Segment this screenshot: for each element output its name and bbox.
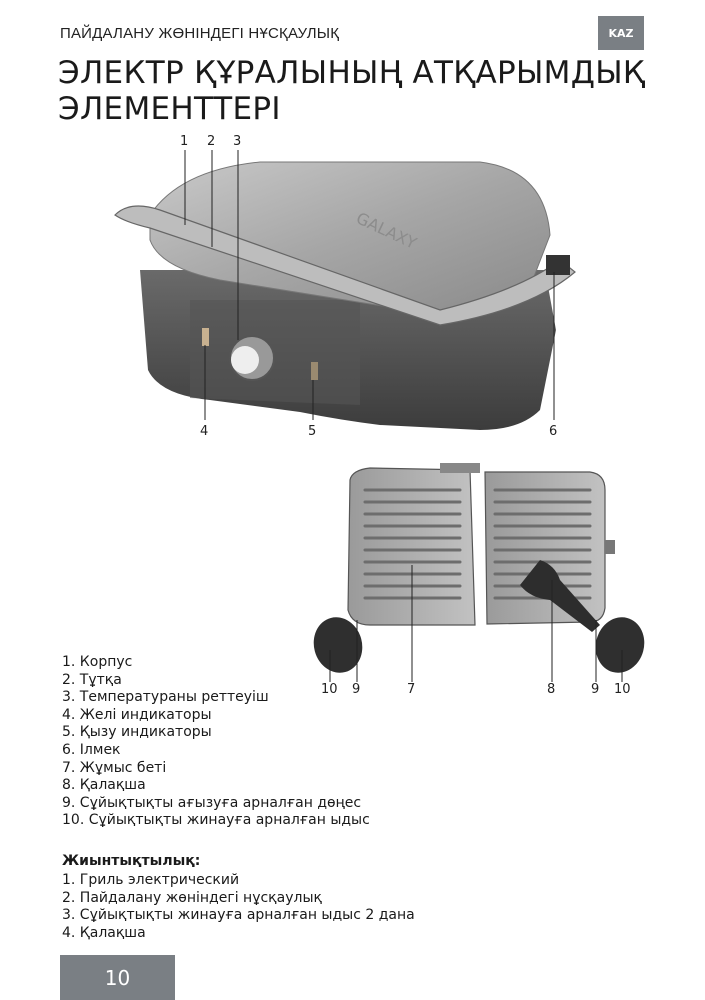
grill-lid [149, 161, 551, 313]
page-title-line-2: ЭЛЕМЕНТТЕРІ [58, 91, 281, 127]
list-item: 4. Желі индикаторы [62, 706, 212, 723]
contents-heading: Жиынтықтылық: [62, 853, 201, 869]
drip-tray-left [313, 617, 363, 673]
callout-2: 2 [207, 134, 216, 149]
callout-9-right: 9 [591, 682, 600, 697]
heat-indicator [311, 362, 318, 380]
callout-5: 5 [308, 424, 317, 439]
contents-list: 1. Гриль электрический 2. Пайдалану жөні… [62, 872, 415, 942]
callout-8: 8 [547, 682, 556, 697]
callout-10-right: 10 [614, 682, 631, 697]
grill-handle [114, 205, 576, 326]
list-item: 3. Сұйықтықты жинауға арналған ыдыс 2 да… [62, 907, 415, 924]
callout-3: 3 [233, 134, 242, 149]
page-title: ЭЛЕКТР ҚҰРАЛЫНЫҢ АТҚАРЫМДЫҚ ЭЛЕМЕНТТЕРІ [58, 55, 645, 127]
spatula [520, 560, 600, 632]
list-item: 9. Сұйықтықты ағызуға арналған дөңес [62, 794, 362, 811]
list-item: 4. Қалақша [62, 924, 146, 941]
callout-1: 1 [180, 134, 189, 149]
list-item: 3. Температураны реттеуіш [62, 689, 269, 706]
hinge [440, 463, 480, 473]
page-number: 10 [60, 955, 175, 1000]
page-title-line-1: ЭЛЕКТР ҚҰРАЛЫНЫҢ АТҚАРЫМДЫҚ [58, 55, 646, 91]
right-grill-plate [484, 471, 606, 625]
list-item: 2. Пайдалану жөніндегі нұсқаулық [62, 889, 322, 906]
language-badge: KAZ [598, 16, 644, 50]
drip-tray-right [595, 617, 645, 673]
list-item: 8. Қалақша [62, 777, 146, 794]
list-item: 7. Жұмыс беті [62, 759, 167, 776]
list-item: 1. Гриль электрический [62, 872, 240, 888]
hinge-clip [546, 255, 570, 275]
callout-7: 7 [407, 682, 416, 697]
callout-9-left: 9 [352, 682, 361, 697]
list-item: 6. Ілмек [62, 741, 121, 758]
power-indicator [202, 328, 209, 346]
parts-list: 1. Корпус 2. Тұтқа 3. Температураны ретт… [62, 654, 370, 830]
list-item: 5. Қызу индикаторы [62, 724, 212, 741]
callout-10-left: 10 [321, 682, 338, 697]
temperature-knob-cap [231, 346, 259, 374]
list-item: 1. Корпус [62, 654, 133, 670]
callout-6: 6 [549, 424, 558, 439]
header-section-title: ПАЙДАЛАНУ ЖӨНІНДЕГІ НҰСҚАУЛЫҚ [60, 25, 340, 42]
side-knob [605, 540, 615, 554]
list-item: 2. Тұтқа [62, 671, 122, 688]
control-panel [190, 300, 360, 405]
callout-4: 4 [200, 424, 209, 439]
list-item: 10. Сұйықтықты жинауға арналған ыдыс [62, 812, 370, 829]
